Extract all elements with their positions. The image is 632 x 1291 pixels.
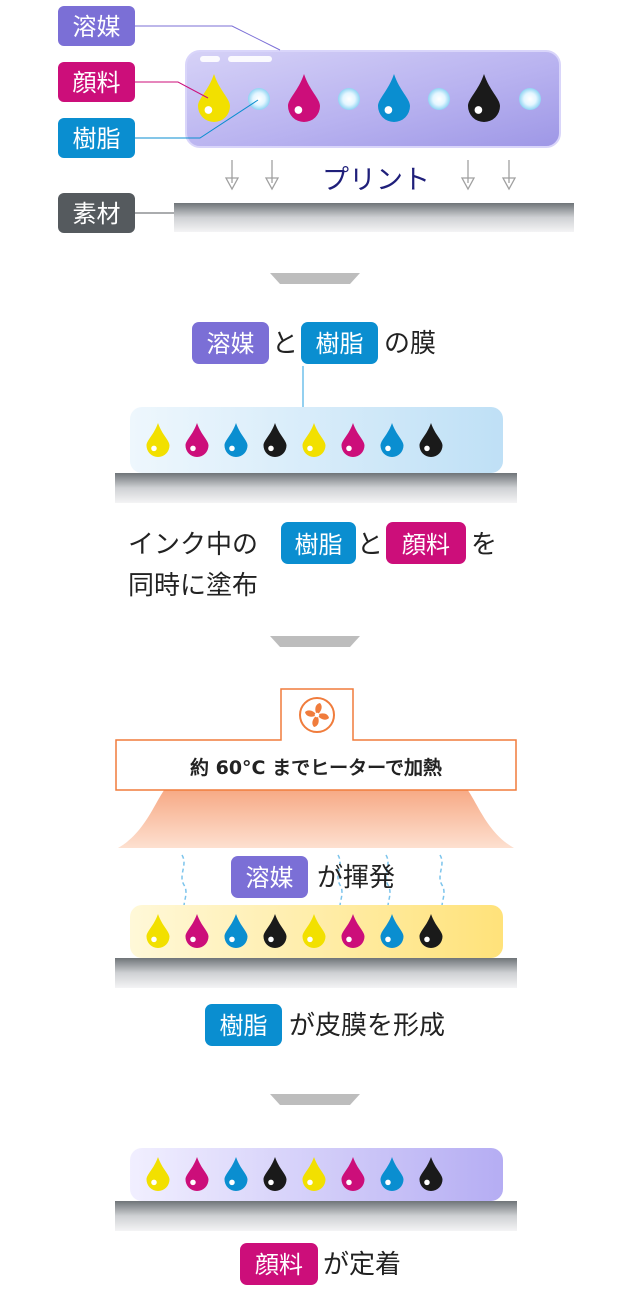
fan-icon [299,697,335,733]
heat-glow [118,782,514,848]
print-head-highlight [228,56,272,62]
film-section: 溶媒 と 樹脂 の膜 インク中の 樹脂 と 顔料 を 同時に塗布 [115,322,517,601]
ink-drop-cyan [378,74,410,122]
ink-drop-black [419,423,443,458]
ink-drop-magenta [341,1157,365,1191]
svg-text:と: と [272,329,298,359]
ink-drop-magenta [288,74,320,122]
tag-resin [301,322,378,364]
step-arrow [270,1094,360,1105]
resin-bubble [428,88,450,110]
ink-drop-cyan [224,914,248,948]
ink-drop-cyan [380,914,404,948]
print-section: 溶媒 顔料 樹脂 素材 プリント [58,6,574,233]
ink-drop-cyan [380,1157,404,1191]
leader-line-pigment [135,81,209,99]
step-arrow [270,273,360,284]
caption-step1: インク中の 樹脂 と 顔料 を 同時に塗布 [128,522,497,601]
svg-text:樹脂: 樹脂 [316,330,364,358]
material-substrate [115,958,517,988]
ink-drop-black [263,423,287,458]
print-head-highlight [200,56,220,62]
ink-drop-black [263,1157,287,1191]
tag-resin: 樹脂 [58,118,135,158]
svg-text:インク中の: インク中の [128,530,258,560]
ink-drop-yellow [146,423,170,458]
svg-text:と: と [357,530,383,560]
svg-text:溶媒: 溶媒 [73,13,121,41]
leader-line-solvent [135,25,281,51]
svg-text:の膜: の膜 [384,329,436,359]
ink-drop-yellow [146,914,170,948]
ink-drop-black [419,914,443,948]
svg-text:が揮発: が揮発 [317,863,395,893]
svg-text:顔料: 顔料 [73,69,121,97]
resin-bubble [338,88,360,110]
step-arrow [270,636,360,647]
tag-solvent: 溶媒 [58,6,135,46]
material-substrate [174,203,574,232]
tag-solvent [231,856,308,898]
ink-drop-black [419,1157,443,1191]
svg-text:顔料: 顔料 [255,1251,303,1279]
resin-bubble [248,88,270,110]
svg-text:樹脂: 樹脂 [73,125,121,153]
fixed-section: 顔料 が定着 [115,1148,517,1285]
ink-drop-cyan [224,1157,248,1191]
svg-text:溶媒: 溶媒 [246,864,294,892]
tag-pigment [240,1243,318,1285]
ink-drop-yellow [302,1157,326,1191]
tag-material: 素材 [58,193,135,233]
svg-text:溶媒: 溶媒 [207,330,255,358]
ink-drop-yellow [302,914,326,948]
svg-text:が定着: が定着 [323,1250,401,1280]
print-head [185,50,561,148]
tag-solvent [192,322,269,364]
heading-solvent-resin-film: 溶媒 と 樹脂 の膜 [192,322,436,364]
ink-drop-black [263,914,287,948]
ink-drop-yellow [146,1157,170,1191]
ink-drop-magenta [185,1157,209,1191]
evaporation-waves [181,854,445,913]
ink-drop-magenta [185,914,209,948]
svg-text:顔料: 顔料 [402,531,450,559]
ink-drop-black [468,74,500,122]
svg-text:樹脂: 樹脂 [220,1012,268,1040]
ink-drop-magenta [341,423,365,458]
tag-resin [281,522,356,564]
material-substrate [115,473,517,503]
print-arrows [224,160,517,191]
heater-box [115,688,517,791]
ink-drop-yellow [198,74,230,122]
svg-text:素材: 素材 [73,200,121,228]
resin-bubble [519,88,541,110]
svg-text:を: を [471,530,497,560]
caption-step3: 顔料 が定着 [240,1243,401,1285]
tag-pigment: 顔料 [58,62,135,102]
ink-drop-magenta [185,423,209,458]
heating-section: 約 60°C までヒーターで加熱 溶媒 が揮発 樹脂 が皮膜を形成 [115,688,517,1046]
svg-text:樹脂: 樹脂 [295,531,343,559]
heading-solvent-evaporates: 溶媒 が揮発 [231,856,395,898]
material-substrate [115,1201,517,1231]
tag-pigment [386,522,466,564]
ink-drop-yellow [302,423,326,458]
ink-drop-cyan [224,423,248,458]
print-label: プリント [322,165,430,196]
svg-text:同時に塗布: 同時に塗布 [128,571,258,601]
leader-line-resin [135,99,259,139]
svg-text:が皮膜を形成: が皮膜を形成 [289,1011,445,1041]
caption-step2: 樹脂 が皮膜を形成 [205,1004,445,1046]
ink-drop-cyan [380,423,404,458]
heater-label: 約 60°C までヒーターで加熱 [190,756,442,779]
ink-drop-magenta [341,914,365,948]
tag-resin [205,1004,282,1046]
